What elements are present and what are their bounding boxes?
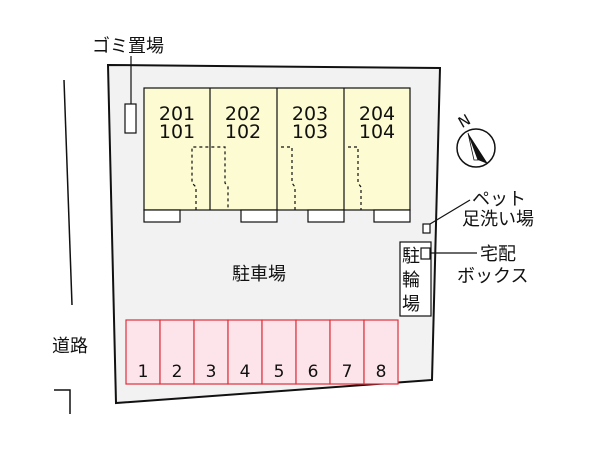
- parking-space-5: [261, 319, 297, 385]
- svg-text:N: N: [455, 111, 474, 132]
- parking-space-3: [193, 319, 229, 385]
- unit-204-104: 204 104: [359, 103, 395, 143]
- parking-space-1: [125, 319, 161, 385]
- bicycle-parking-label-3: 場: [402, 294, 420, 315]
- parking-space-number: 2: [172, 362, 183, 382]
- svg-text:203: 203: [292, 103, 328, 125]
- parking-space-number: 6: [308, 362, 319, 382]
- road-corner: [54, 389, 71, 414]
- svg-text:202: 202: [225, 103, 261, 125]
- svg-text:201: 201: [159, 103, 195, 125]
- unit-203-103: 203 103: [292, 103, 328, 143]
- parking-label: 駐車場: [232, 264, 286, 285]
- parking-space-number: 7: [342, 362, 353, 382]
- bicycle-parking-label-1: 駐: [402, 246, 420, 267]
- parking-space-8: [363, 319, 399, 385]
- delivery-box-label-1: 宅配: [480, 244, 516, 265]
- svg-text:101: 101: [159, 121, 195, 143]
- delivery-box: [420, 247, 431, 260]
- building: [143, 87, 411, 223]
- parking-space-4: [227, 319, 263, 385]
- garbage-area: [124, 103, 137, 134]
- parking-space-number: 4: [240, 362, 251, 382]
- unit-201-101: 201 101: [159, 103, 195, 143]
- svg-text:102: 102: [225, 121, 261, 143]
- svg-text:204: 204: [359, 103, 395, 125]
- road-edge: [63, 79, 73, 306]
- svg-text:104: 104: [359, 121, 395, 143]
- svg-text:103: 103: [292, 121, 328, 143]
- compass-icon: N: [455, 111, 496, 168]
- delivery-box-label-2: ボックス: [457, 266, 528, 287]
- parking-space-number: 5: [274, 362, 285, 382]
- garbage-label: ゴミ置場: [92, 36, 164, 57]
- parking-space-number: 8: [376, 362, 387, 382]
- parking-spaces: 1 2 3 4 5 6 7 8: [125, 319, 399, 385]
- pet-wash-label-1: ペット: [472, 189, 526, 210]
- parking-space-number: 3: [206, 362, 217, 382]
- bicycle-parking-label-2: 輪: [402, 270, 420, 291]
- parking-space-number: 1: [138, 362, 149, 382]
- pet-wash-label-2: 足洗い場: [462, 209, 534, 230]
- unit-202-102: 202 102: [225, 103, 261, 143]
- parking-space-6: [295, 319, 331, 385]
- parking-space-7: [329, 319, 365, 385]
- road-label: 道路: [52, 336, 88, 357]
- pet-wash-area: [422, 223, 431, 234]
